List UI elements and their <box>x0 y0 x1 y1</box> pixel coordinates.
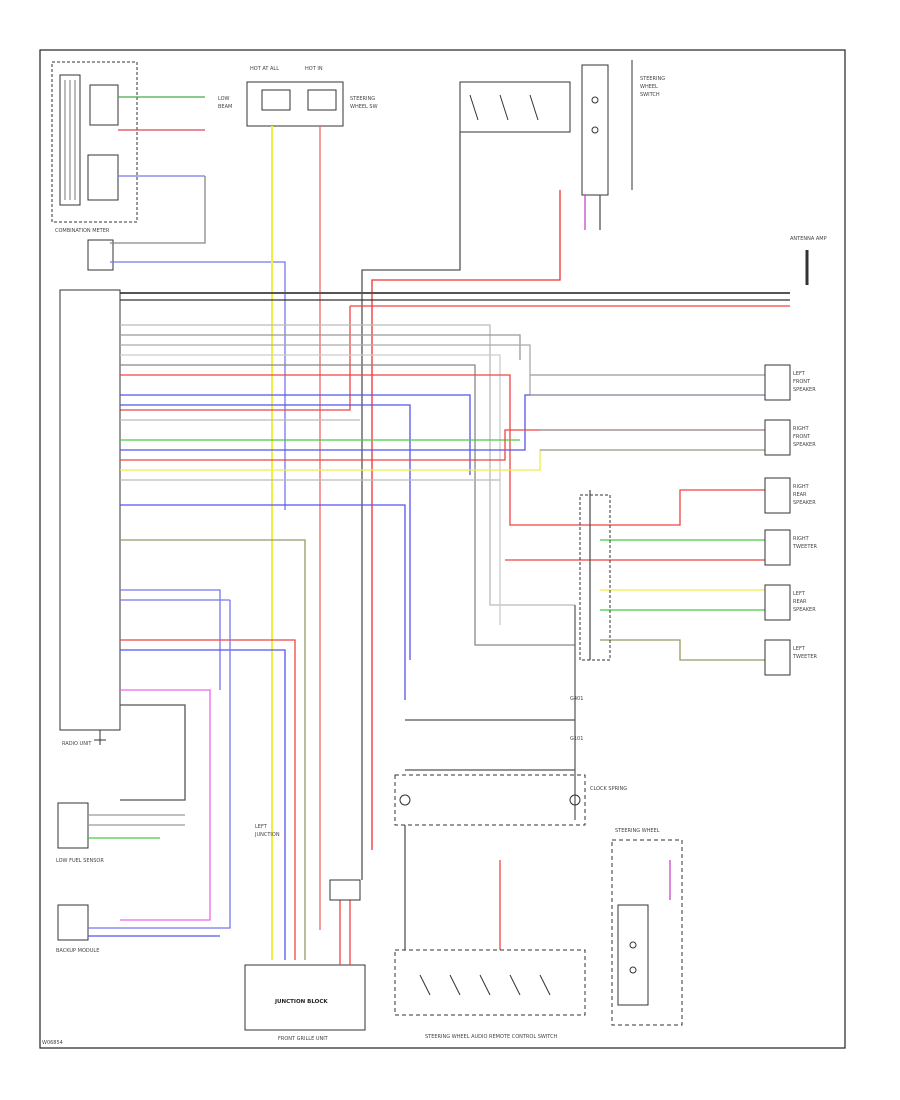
svg-text:SPEAKER: SPEAKER <box>793 442 816 448</box>
svg-text:STEERING: STEERING <box>640 76 665 82</box>
svg-text:FRONT GRILLE UNIT: FRONT GRILLE UNIT <box>278 1036 329 1042</box>
svg-text:LOW: LOW <box>218 96 230 102</box>
svg-text:SPEAKER: SPEAKER <box>793 387 816 393</box>
left-tweeter: LEFT TWEETER <box>764 639 818 676</box>
svg-text:SPEAKER: SPEAKER <box>793 607 816 613</box>
svg-text:STEERING WHEEL AUDIO REMOTE CO: STEERING WHEEL AUDIO REMOTE CONTROL SWIT… <box>425 1034 558 1040</box>
combination-meter-label: COMBINATION METER <box>55 228 110 234</box>
junction-block <box>574 494 611 820</box>
svg-text:RIGHT: RIGHT <box>793 536 810 542</box>
svg-text:SWITCH: SWITCH <box>640 92 660 98</box>
svg-text:ANTENNA AMP: ANTENNA AMP <box>790 236 827 242</box>
speaker-wires <box>505 374 765 661</box>
top-switch-group: STEERING WHEEL SWITCH <box>459 60 665 196</box>
backup-module: BACKUP MODULE <box>56 600 231 954</box>
svg-text:REAR: REAR <box>793 599 807 605</box>
svg-text:CLOCK SPRING: CLOCK SPRING <box>590 786 627 792</box>
right-bottom-module: STEERING WHEEL <box>611 828 683 1026</box>
clock-spring: CLOCK SPRING <box>394 719 627 826</box>
right-front-speaker: RIGHT FRONT SPEAKER <box>764 419 816 456</box>
svg-text:G401: G401 <box>570 696 583 702</box>
svg-text:STEERING: STEERING <box>350 96 375 102</box>
svg-text:JUNCTION: JUNCTION <box>254 832 280 838</box>
footer-code: W06854 <box>42 1040 63 1046</box>
left-rear-speaker: LEFT REAR SPEAKER <box>764 584 816 621</box>
svg-text:STEERING WHEEL: STEERING WHEEL <box>615 828 660 834</box>
svg-text:RIGHT: RIGHT <box>793 426 810 432</box>
svg-text:G101: G101 <box>570 736 583 742</box>
svg-text:TWEETER: TWEETER <box>792 544 818 550</box>
bottom-junction-block: JUNCTION BLOCK FRONT GRILLE UNIT <box>244 879 366 1042</box>
svg-text:LEFT: LEFT <box>793 371 806 377</box>
svg-text:SPEAKER: SPEAKER <box>793 500 816 506</box>
svg-text:BEAM: BEAM <box>218 104 232 110</box>
radio-unit-label: RADIO UNIT <box>62 741 92 747</box>
svg-text:LEFT: LEFT <box>255 824 268 830</box>
svg-text:WHEEL: WHEEL <box>640 84 658 90</box>
svg-text:HOT AT ALL: HOT AT ALL <box>250 66 279 72</box>
diagram-frame <box>39 49 846 1049</box>
left-front-speaker: LEFT FRONT SPEAKER <box>764 364 816 401</box>
top-connector-block: HOT AT ALL HOT IN LOW BEAM STEERING WHEE… <box>218 66 378 127</box>
svg-text:LEFT: LEFT <box>793 591 806 597</box>
svg-text:HOT IN: HOT IN <box>305 66 323 72</box>
svg-text:JUNCTION BLOCK: JUNCTION BLOCK <box>274 999 328 1005</box>
left-junction: LEFT JUNCTION <box>254 824 280 838</box>
low-fuel-sensor: LOW FUEL SENSOR <box>56 802 185 864</box>
svg-text:RIGHT: RIGHT <box>793 484 810 490</box>
svg-text:FRONT: FRONT <box>793 434 811 440</box>
svg-text:REAR: REAR <box>793 492 807 498</box>
combination-meter: COMBINATION METER <box>51 61 138 271</box>
antenna-amp: ANTENNA AMP <box>790 236 827 285</box>
svg-text:TWEETER: TWEETER <box>792 654 818 660</box>
radio-unit: RADIO UNIT <box>59 289 121 747</box>
right-rear-speaker: RIGHT REAR SPEAKER <box>764 477 816 514</box>
svg-text:WHEEL SW: WHEEL SW <box>350 104 378 110</box>
svg-text:FRONT: FRONT <box>793 379 811 385</box>
svg-text:LEFT: LEFT <box>793 646 806 652</box>
svg-text:LOW FUEL SENSOR: LOW FUEL SENSOR <box>56 858 104 864</box>
right-tweeter: RIGHT TWEETER <box>764 529 818 566</box>
steering-wheel-audio-switch: STEERING WHEEL AUDIO REMOTE CONTROL SWIT… <box>394 949 586 1040</box>
svg-text:BACKUP MODULE: BACKUP MODULE <box>56 948 99 954</box>
